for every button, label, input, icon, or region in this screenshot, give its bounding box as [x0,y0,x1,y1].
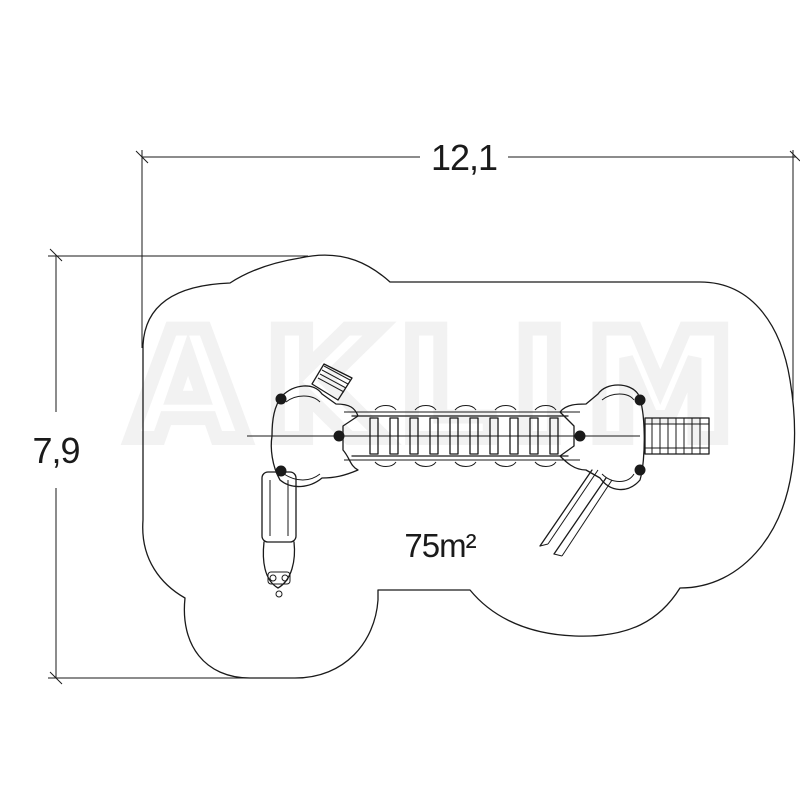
height-dimension-label: 7,9 [32,430,79,471]
area-label: 75m² [404,527,476,564]
post-right-left [574,430,586,442]
left-tower-inner-bottom [283,473,321,481]
left-tower-inner-top [285,395,321,403]
post-right-bottom [634,464,646,476]
height-dimension: 7,9 [32,248,308,685]
right-tower-platform [559,384,645,491]
right-tower-inner-bottom [601,473,635,482]
bridge [344,405,580,467]
safety-zone-outline [142,254,796,679]
post-left-top [275,393,287,405]
width-dimension-label: 12,1 [431,137,497,178]
left-slide [261,471,297,598]
width-dimension: 12,1 [135,137,800,400]
watermark: AKLIM [123,293,753,481]
right-ladder [644,417,710,455]
width-tick-right [789,150,800,162]
post-right-top [634,394,646,406]
right-tower-inner-top [601,393,635,401]
post-left-bottom [275,465,287,477]
height-tick-top [49,248,63,262]
post-left-right [333,430,345,442]
right-slide [539,469,613,557]
left-top-ladder [311,363,353,401]
watermark-text: AKLIM [130,300,753,474]
equipment [247,363,710,598]
left-tower-platform [270,385,359,488]
